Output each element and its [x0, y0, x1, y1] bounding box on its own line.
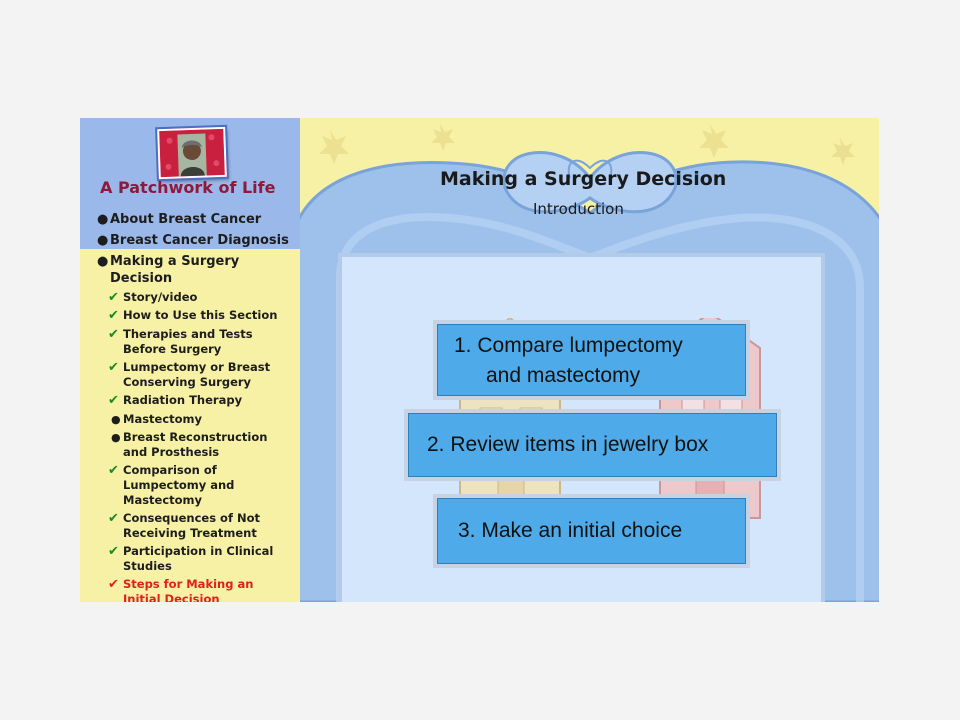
bullet-icon: ● — [97, 233, 109, 248]
checkmark-icon: ✔ — [108, 308, 119, 323]
app-window: A Patchwork of Life ● About Breast Cance… — [80, 118, 879, 602]
nav-item-about-breast-cancer[interactable]: ● About Breast Cancer — [97, 211, 262, 228]
subitem-label: Participation in Clinical — [123, 544, 274, 558]
subitem-label: Mastectomy — [123, 493, 203, 507]
subitem-label: Studies — [123, 559, 172, 573]
nav-item-making-a-surgery-decision[interactable]: ● Making a Surgery Decision — [97, 253, 240, 287]
subitem-label: Story/video — [123, 290, 198, 304]
checkmark-icon: ✔ — [108, 577, 119, 592]
subitem-lumpectomy[interactable]: ✔ Lumpectomy or Breast Conserving Surger… — [108, 360, 295, 390]
step-make-choice-button[interactable]: 3. Make an initial choice — [437, 498, 746, 564]
step-label: 1. Compare lumpectomy — [454, 334, 683, 357]
subitem-label: Conserving Surgery — [123, 375, 252, 389]
portrait-image — [159, 128, 225, 178]
subitem-label: Initial Decision — [123, 592, 220, 602]
checkmark-icon: ✔ — [108, 393, 119, 408]
nav-item-breast-cancer-diagnosis[interactable]: ● Breast Cancer Diagnosis — [97, 232, 289, 249]
subitem-radiation-therapy[interactable]: ✔ Radiation Therapy — [108, 393, 295, 408]
subitem-how-to-use[interactable]: ✔ How to Use this Section — [108, 308, 295, 323]
subitem-label: Lumpectomy or Breast — [123, 360, 271, 374]
subitem-consequences[interactable]: ✔ Consequences of Not Receiving Treatmen… — [108, 511, 295, 541]
subitem-label: Receiving Treatment — [123, 526, 257, 540]
sidebar-list-bg — [90, 249, 300, 602]
checkmark-icon: ✔ — [108, 544, 119, 559]
sidebar: A Patchwork of Life ● About Breast Cance… — [80, 118, 300, 602]
subitem-story-video[interactable]: ✔ Story/video — [108, 290, 295, 305]
nav-item-label: Decision — [110, 271, 173, 286]
checkmark-icon: ✔ — [108, 463, 119, 478]
subitem-label: Comparison of — [123, 463, 217, 477]
subitem-label: Consequences of Not — [123, 511, 260, 525]
step-label: and mastectomy — [486, 364, 641, 387]
main-content: Making a Surgery Decision Introduction 1… — [300, 118, 879, 602]
subitem-breast-reconstruction[interactable]: ● Breast Reconstruction and Prosthesis — [111, 430, 295, 460]
subitem-label: and Prosthesis — [123, 445, 220, 459]
subitem-comparison[interactable]: ✔ Comparison of Lumpectomy and Mastectom… — [108, 463, 295, 508]
checkmark-icon: ✔ — [108, 290, 119, 305]
checkmark-icon: ✔ — [108, 360, 119, 375]
subitem-steps-initial-decision[interactable]: ✔ Steps for Making an Initial Decision — [108, 577, 295, 602]
checkmark-icon: ✔ — [108, 327, 119, 342]
subitem-clinical-studies[interactable]: ✔ Participation in Clinical Studies — [108, 544, 295, 574]
bullet-icon: ● — [111, 413, 121, 426]
subitem-therapies-and-tests[interactable]: ✔ Therapies and Tests Before Surgery — [108, 327, 295, 357]
page-subtitle: Introduction — [533, 200, 624, 218]
step-review-jewelry-box-button[interactable]: 2. Review items in jewelry box — [408, 413, 777, 477]
page-title: Making a Surgery Decision — [440, 168, 727, 190]
narrator-photo — [157, 126, 227, 180]
checkmark-icon: ✔ — [108, 511, 119, 526]
subitem-label: Breast Reconstruction — [123, 430, 268, 444]
subitem-label: Radiation Therapy — [123, 393, 243, 407]
bullet-icon: ● — [111, 431, 121, 444]
subitem-label: Lumpectomy and — [123, 478, 235, 492]
app-title: A Patchwork of Life — [100, 178, 276, 197]
bullet-icon: ● — [97, 254, 109, 269]
nav-item-label: Making a Surgery — [110, 254, 240, 269]
subitem-label: How to Use this Section — [123, 308, 278, 322]
nav-item-label: About Breast Cancer — [110, 212, 262, 227]
subitem-mastectomy[interactable]: ● Mastectomy — [111, 412, 295, 427]
step-compare-button[interactable]: 1. Compare lumpectomy and mastectomy — [437, 324, 746, 396]
nav-item-label: Breast Cancer Diagnosis — [110, 233, 289, 248]
subitem-label: Steps for Making an — [123, 577, 254, 591]
bullet-icon: ● — [97, 212, 109, 227]
subitem-label: Therapies and Tests — [123, 327, 253, 341]
subitem-label: Before Surgery — [123, 342, 222, 356]
subitem-label: Mastectomy — [123, 412, 203, 426]
